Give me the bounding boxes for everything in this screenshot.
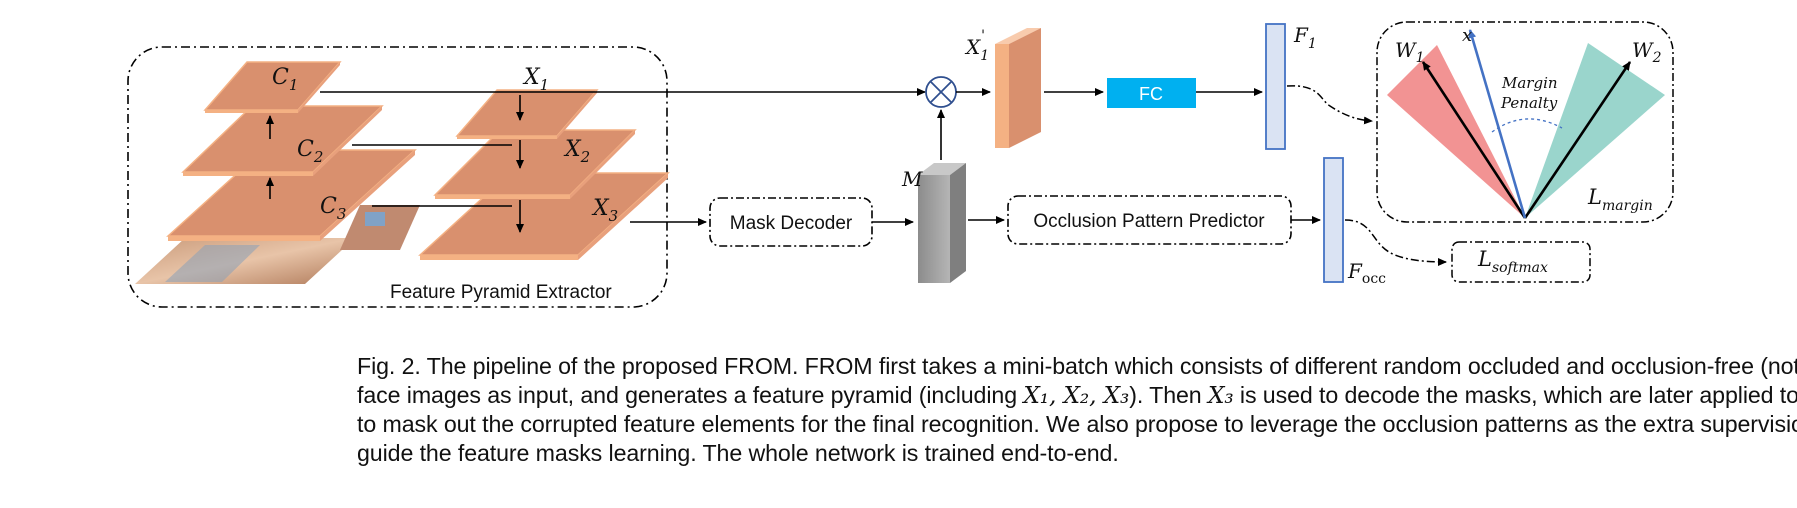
w2-vector <box>1523 61 1632 219</box>
label-l-softmax: Lsoftmax <box>1477 247 1548 276</box>
mask-decoder-label: Mask Decoder <box>730 213 853 234</box>
label-margin-penalty-2: Penalty <box>1500 94 1558 112</box>
label-c1: C1 <box>272 65 298 94</box>
label-w2: W2 <box>1632 38 1662 66</box>
label-w1: W1 <box>1395 38 1424 66</box>
label-x1-prime: X1' <box>964 28 989 64</box>
w1-sector <box>1387 45 1525 218</box>
masked-feature-block <box>995 28 1041 148</box>
mask-block <box>918 163 966 283</box>
label-margin-penalty-1: Margin <box>1501 74 1558 92</box>
feature-pyramid-extractor-box <box>127 46 668 308</box>
x-vector <box>1468 29 1527 219</box>
label-x-vector: x <box>1462 25 1472 46</box>
feature-pyramid-extractor-label: Feature Pyramid Extractor <box>390 282 612 303</box>
caption-line-4: guide the feature masks learning. The wh… <box>357 439 1119 466</box>
w1-vector <box>1421 61 1527 219</box>
caption-line-1: Fig. 2. The pipeline of the proposed FRO… <box>357 353 1797 379</box>
occlusion-pattern-predictor-label: Occlusion Pattern Predictor <box>1033 211 1265 232</box>
face-images <box>135 205 420 284</box>
label-f1: F1 <box>1293 23 1317 52</box>
caption-math-x123: X₁, X₂, X₃ <box>1023 381 1130 409</box>
label-l-margin: Lmargin <box>1587 185 1653 214</box>
label-m: M <box>901 167 923 191</box>
figure-caption: Fig. 2. The pipeline of the proposed FRO… <box>357 352 1797 467</box>
caption-line-3: to mask out the corrupted feature elemen… <box>357 411 1797 437</box>
label-x2: X2 <box>563 137 590 166</box>
f1-vector <box>1265 23 1286 150</box>
focc-vector <box>1323 157 1344 283</box>
softmax-loss-box <box>1451 241 1591 283</box>
label-c3: C3 <box>320 194 346 223</box>
label-focc: Focc <box>1347 259 1386 287</box>
multiply-operator <box>925 76 957 108</box>
margin-loss-box <box>1376 21 1674 223</box>
label-x3: X3 <box>591 196 618 225</box>
fc-box <box>1107 78 1196 108</box>
fc-label: FC <box>1139 84 1163 104</box>
c-pyramid <box>166 61 417 241</box>
label-x1: X1 <box>522 65 549 94</box>
label-c2: C2 <box>297 137 323 166</box>
w2-sector <box>1525 43 1665 218</box>
caption-math-x3: X₃ <box>1207 381 1234 409</box>
pipeline-diagram: C1 C2 C3 X1 X2 X3 Feature Pyramid Extrac… <box>127 21 1674 308</box>
caption-line-2: face images as input, and generates a fe… <box>357 381 1797 409</box>
x-pyramid <box>418 89 670 260</box>
